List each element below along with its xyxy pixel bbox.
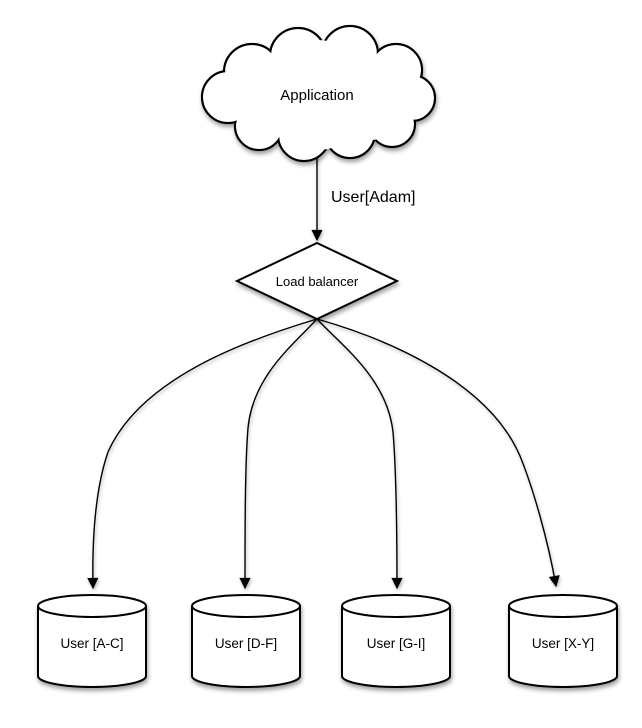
cylinder-body xyxy=(37,606,147,688)
shard-nodes-layer: User [A-C] User [D-F] User [G-I] xyxy=(37,594,618,688)
cloud-fill xyxy=(330,60,410,140)
database-cylinder-shape xyxy=(508,594,618,688)
load-balancer-node: Load balancer xyxy=(234,241,400,321)
cylinder-top xyxy=(37,594,147,618)
cylinder-top xyxy=(191,594,301,618)
database-cylinder-shape xyxy=(37,594,147,688)
shard-node-1: User [A-C] xyxy=(37,594,147,688)
cloud-fill xyxy=(230,70,290,130)
shard-node-label: User [A-C] xyxy=(60,636,123,651)
edges-layer: User[Adam] xyxy=(87,152,560,590)
application-node-label: Application xyxy=(280,87,353,104)
cylinder-top xyxy=(508,594,618,618)
edge-line-lb-to-shard-3 xyxy=(316,318,403,590)
load-balancer-node-label: Load balancer xyxy=(276,274,359,289)
shard-node-2: User [D-F] xyxy=(191,594,301,688)
shard-node-label: User [G-I] xyxy=(367,636,426,651)
shard-node-label: User [X-Y] xyxy=(532,636,594,651)
edge-line-lb-to-shard-2 xyxy=(239,318,318,590)
application-node: Application xyxy=(200,24,437,163)
diamond-shape xyxy=(234,241,400,321)
shard-node-4: User [X-Y] xyxy=(508,594,618,688)
edge-line-lb-to-shard-1 xyxy=(87,318,318,590)
database-cylinder-shape xyxy=(191,594,301,688)
edge-line-lb-to-shard-4 xyxy=(316,318,560,588)
cylinder-top xyxy=(341,594,451,618)
cylinder-body xyxy=(341,606,451,688)
cylinder-body xyxy=(191,606,301,688)
diamond-polygon xyxy=(234,241,400,321)
edge-label-user-adam: User[Adam] xyxy=(331,189,415,206)
database-cylinder-shape xyxy=(341,594,451,688)
cloud-shape xyxy=(200,24,437,163)
shard-node-3: User [G-I] xyxy=(341,594,451,688)
cylinder-body xyxy=(508,606,618,688)
shard-node-label: User [D-F] xyxy=(215,636,277,651)
edges-loadbalancer-to-shards xyxy=(87,318,560,590)
